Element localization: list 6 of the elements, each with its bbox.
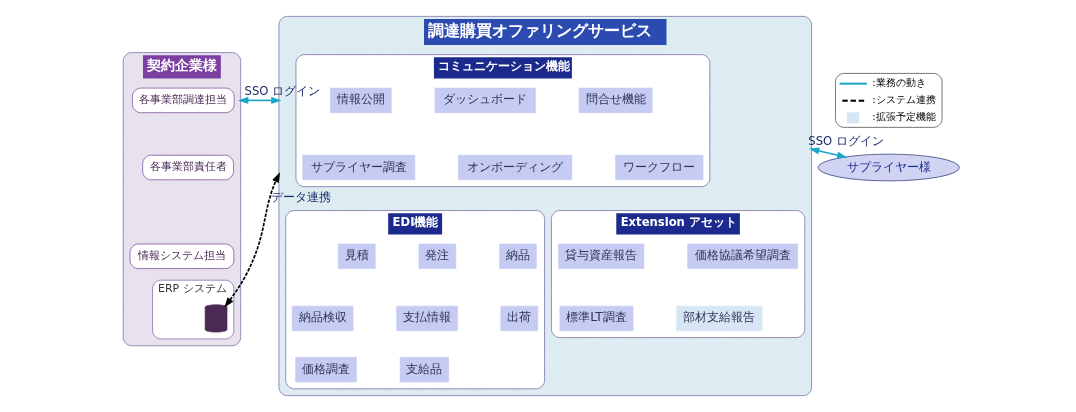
legend-label: :業務の動き [871,76,926,89]
legend-label: :システム連携 [871,93,936,106]
edge-label: SSO ログイン [244,83,320,98]
edge-label: データ連携 [270,190,331,205]
legend-label: :拡張予定機能 [871,110,936,123]
edge-label: SSO ログイン [807,133,884,148]
